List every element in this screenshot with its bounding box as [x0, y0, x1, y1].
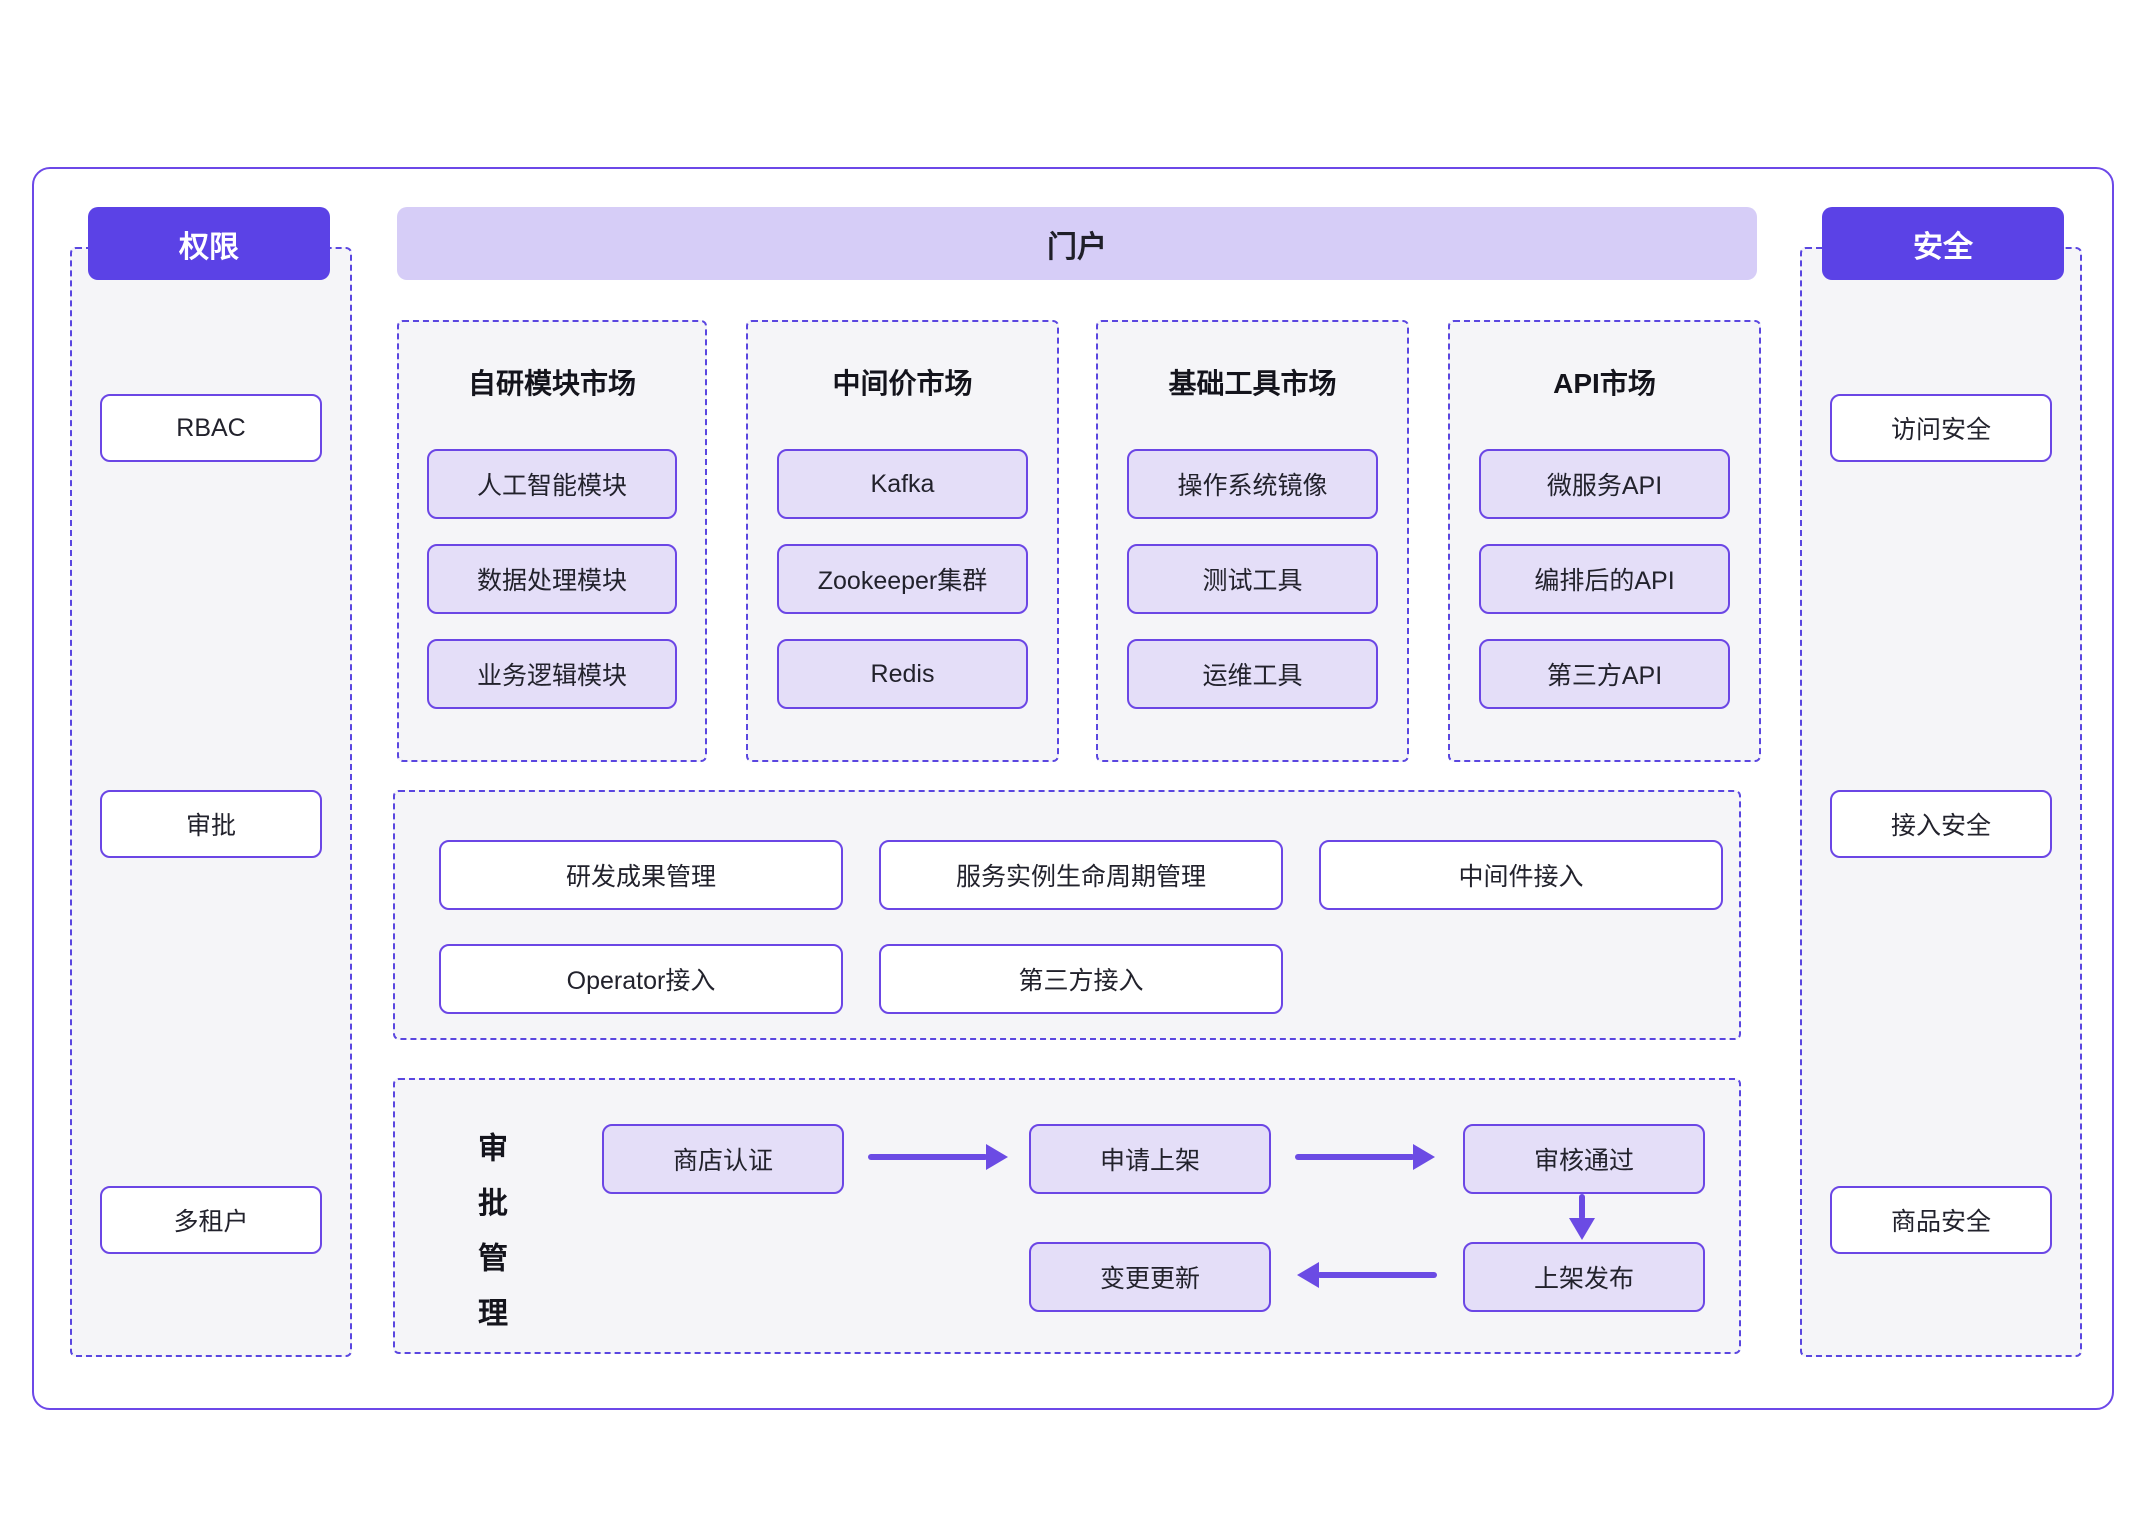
permissions-header: 权限	[88, 207, 330, 280]
market-item-ops-tools: 运维工具	[1127, 639, 1378, 709]
market-title: API市场	[1553, 368, 1656, 399]
market-item-businesslogic-module: 业务逻辑模块	[427, 639, 677, 709]
permission-item-multitenant: 多租户	[100, 1186, 322, 1254]
market-item-redis: Redis	[777, 639, 1028, 709]
arrow-down-icon	[1579, 1194, 1585, 1220]
market-item-ai-module: 人工智能模块	[427, 449, 677, 519]
market-title: 自研模块市场	[467, 368, 636, 399]
security-header: 安全	[1822, 207, 2064, 280]
market-item-orchestrated-api: 编排后的API	[1479, 544, 1730, 614]
security-item-integration: 接入安全	[1830, 790, 2052, 858]
mgmt-rd-results: 研发成果管理	[439, 840, 843, 910]
mgmt-thirdparty-access: 第三方接入	[879, 944, 1283, 1014]
security-item-product: 商品安全	[1830, 1186, 2052, 1254]
market-title: 中间价市场	[832, 368, 973, 399]
market-api: API市场 微服务API 编排后的API 第三方API	[1448, 320, 1761, 762]
management-section: 研发成果管理 服务实例生命周期管理 中间件接入 Operator接入 第三方接入	[393, 790, 1741, 1040]
portal-header: 门户	[397, 207, 1757, 280]
mgmt-operator-access: Operator接入	[439, 944, 843, 1014]
permission-item-approval: 审批	[100, 790, 322, 858]
approval-step-publish: 上架发布	[1463, 1242, 1705, 1312]
approval-step-store-cert: 商店认证	[602, 1124, 844, 1194]
security-item-access: 访问安全	[1830, 394, 2052, 462]
mgmt-service-lifecycle: 服务实例生命周期管理	[879, 840, 1283, 910]
market-middleware: 中间价市场 Kafka Zookeeper集群 Redis	[746, 320, 1059, 762]
approval-step-apply-listing: 申请上架	[1029, 1124, 1271, 1194]
market-item-kafka: Kafka	[777, 449, 1028, 519]
market-item-zookeeper: Zookeeper集群	[777, 544, 1028, 614]
market-item-os-image: 操作系统镜像	[1127, 449, 1378, 519]
market-item-dataprocess-module: 数据处理模块	[427, 544, 677, 614]
market-item-test-tools: 测试工具	[1127, 544, 1378, 614]
arrow-right-icon	[1295, 1154, 1415, 1160]
arrow-right-icon	[868, 1154, 988, 1160]
approval-section-label: 审批管理	[473, 1132, 506, 1352]
arrow-left-icon	[1317, 1272, 1437, 1278]
approval-step-change-update: 变更更新	[1029, 1242, 1271, 1312]
market-basic-tools: 基础工具市场 操作系统镜像 测试工具 运维工具	[1096, 320, 1409, 762]
market-selfdev-modules: 自研模块市场 人工智能模块 数据处理模块 业务逻辑模块	[397, 320, 707, 762]
approval-section: 审批管理 商店认证 申请上架 审核通过 上架发布 变更更新	[393, 1078, 1741, 1354]
market-title: 基础工具市场	[1168, 368, 1337, 399]
permission-item-rbac: RBAC	[100, 394, 322, 462]
mgmt-middleware-access: 中间件接入	[1319, 840, 1723, 910]
market-item-thirdparty-api: 第三方API	[1479, 639, 1730, 709]
market-item-microservice-api: 微服务API	[1479, 449, 1730, 519]
approval-step-review-passed: 审核通过	[1463, 1124, 1705, 1194]
